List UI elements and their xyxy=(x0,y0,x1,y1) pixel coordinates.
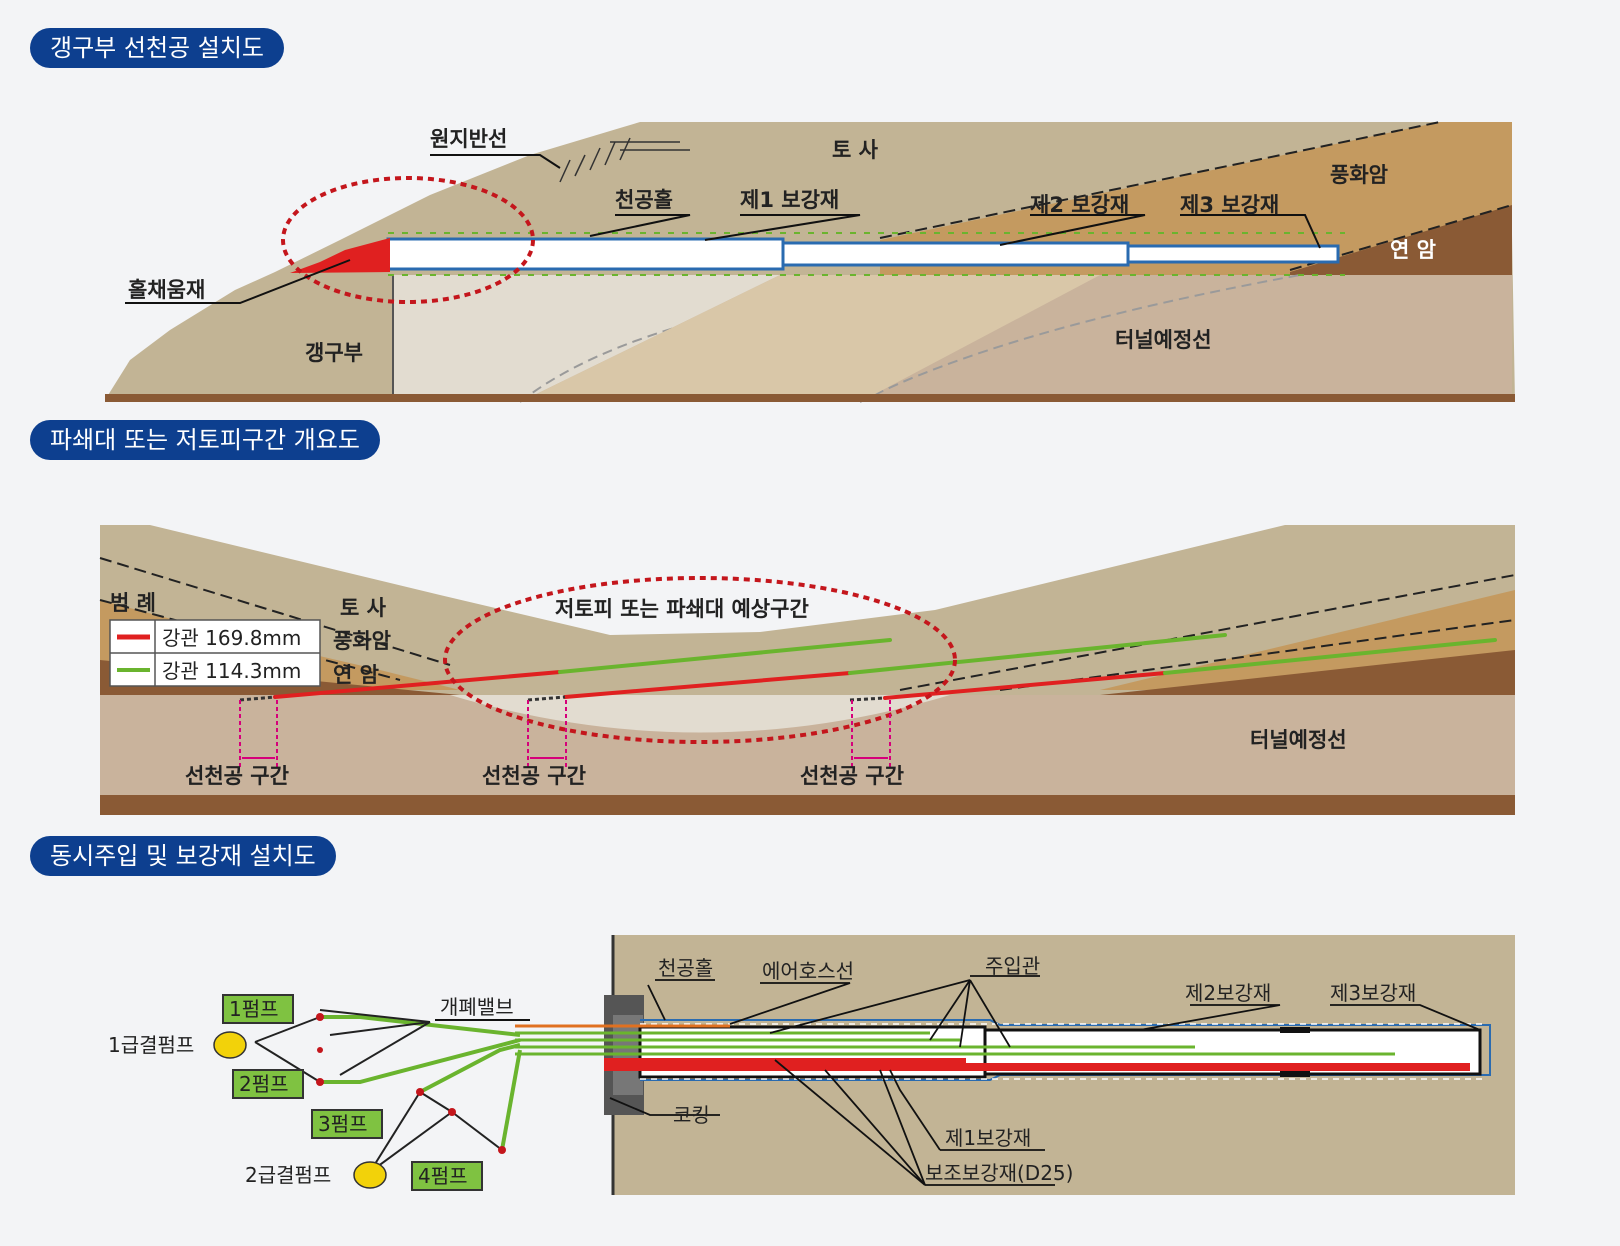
label-tunnel-line-1: 터널예정선 xyxy=(1115,328,1212,352)
pump-2-label: 2펌프 xyxy=(239,1072,289,1096)
label-reinforce-3-3: 제3보강재 xyxy=(1330,981,1416,1005)
label-pre-drill-2: 선천공 구간 xyxy=(482,764,586,788)
valve-label: 개폐밸브 xyxy=(440,995,514,1019)
pump-2-box xyxy=(232,1069,304,1099)
legend-item-1: 강관 169.8mm xyxy=(162,626,301,650)
label-soil-2: 토 사 xyxy=(340,596,387,620)
legend-item-2: 강관 114.3mm xyxy=(162,659,301,683)
pump-1-label: 1펌프 xyxy=(229,997,279,1021)
feed-pump-1-label: 1급결펌프 xyxy=(108,1033,194,1057)
label-aux-reinforce: 보조보강재(D25) xyxy=(925,1161,1073,1185)
diagram-injection: 1펌프 2펌프 3펌프 4펌프 1급결펌프 2급결펌프 개폐밸브 xyxy=(108,935,1515,1195)
label-reinforce-1-3: 제1보강재 xyxy=(945,1126,1031,1150)
label-drill-hole-3: 천공홀 xyxy=(658,956,713,980)
label-injection-pipe: 주입관 xyxy=(985,954,1040,978)
label-drill-hole: 천공홀 xyxy=(615,188,673,212)
diagram-fault-zone: 범 례 강관 169.8mm 강관 114.3mm 토 사 풍화암 연 암 저토… xyxy=(99,525,1516,815)
pump-4-box xyxy=(411,1161,483,1191)
pump-4-label: 4펌프 xyxy=(418,1164,468,1188)
legend-title: 범 례 xyxy=(110,591,156,615)
label-reinforce-2-3: 제2보강재 xyxy=(1185,981,1271,1005)
feed-pump-2-label: 2급결펌프 xyxy=(245,1163,331,1187)
section-title-2: 파쇄대 또는 저토피구간 개요도 xyxy=(30,420,380,460)
label-fault-zone: 저토피 또는 파쇄대 예상구간 xyxy=(555,597,809,621)
feed-pump-2-icon xyxy=(353,1161,387,1189)
label-soil: 토 사 xyxy=(832,138,879,162)
section-title-3: 동시주입 및 보강재 설치도 xyxy=(30,836,336,876)
label-weathered-2: 풍화암 xyxy=(333,629,391,653)
label-ground-line: 원지반선 xyxy=(430,127,507,151)
label-hole-filler: 홀채움재 xyxy=(128,278,205,302)
label-reinforce-2: 제2 보강재 xyxy=(1030,193,1129,217)
pump-3-box xyxy=(311,1109,383,1139)
label-portal: 갱구부 xyxy=(305,341,363,365)
label-pre-drill-1: 선천공 구간 xyxy=(185,764,289,788)
label-caulking: 코킹 xyxy=(673,1103,710,1127)
label-tunnel-line-2: 터널예정선 xyxy=(1250,728,1347,752)
pump-1-box xyxy=(222,994,294,1024)
pump-3-label: 3펌프 xyxy=(318,1112,368,1136)
diagram-portal-drilling: 원지반선 토 사 풍화암 연 암 천공홀 제1 보강재 제2 보강재 제3 보강… xyxy=(105,121,1515,403)
label-reinforce-1: 제1 보강재 xyxy=(740,188,839,212)
section-title-1: 갱구부 선천공 설치도 xyxy=(30,28,284,68)
label-soft-rock: 연 암 xyxy=(1390,238,1436,262)
label-weathered-rock: 풍화암 xyxy=(1330,163,1388,187)
label-soft-rock-2: 연 암 xyxy=(333,663,379,687)
feed-pump-1-icon xyxy=(213,1031,247,1059)
label-air-hose: 에어호스선 xyxy=(762,959,854,983)
label-pre-drill-3: 선천공 구간 xyxy=(800,764,904,788)
label-reinforce-3: 제3 보강재 xyxy=(1180,193,1279,217)
